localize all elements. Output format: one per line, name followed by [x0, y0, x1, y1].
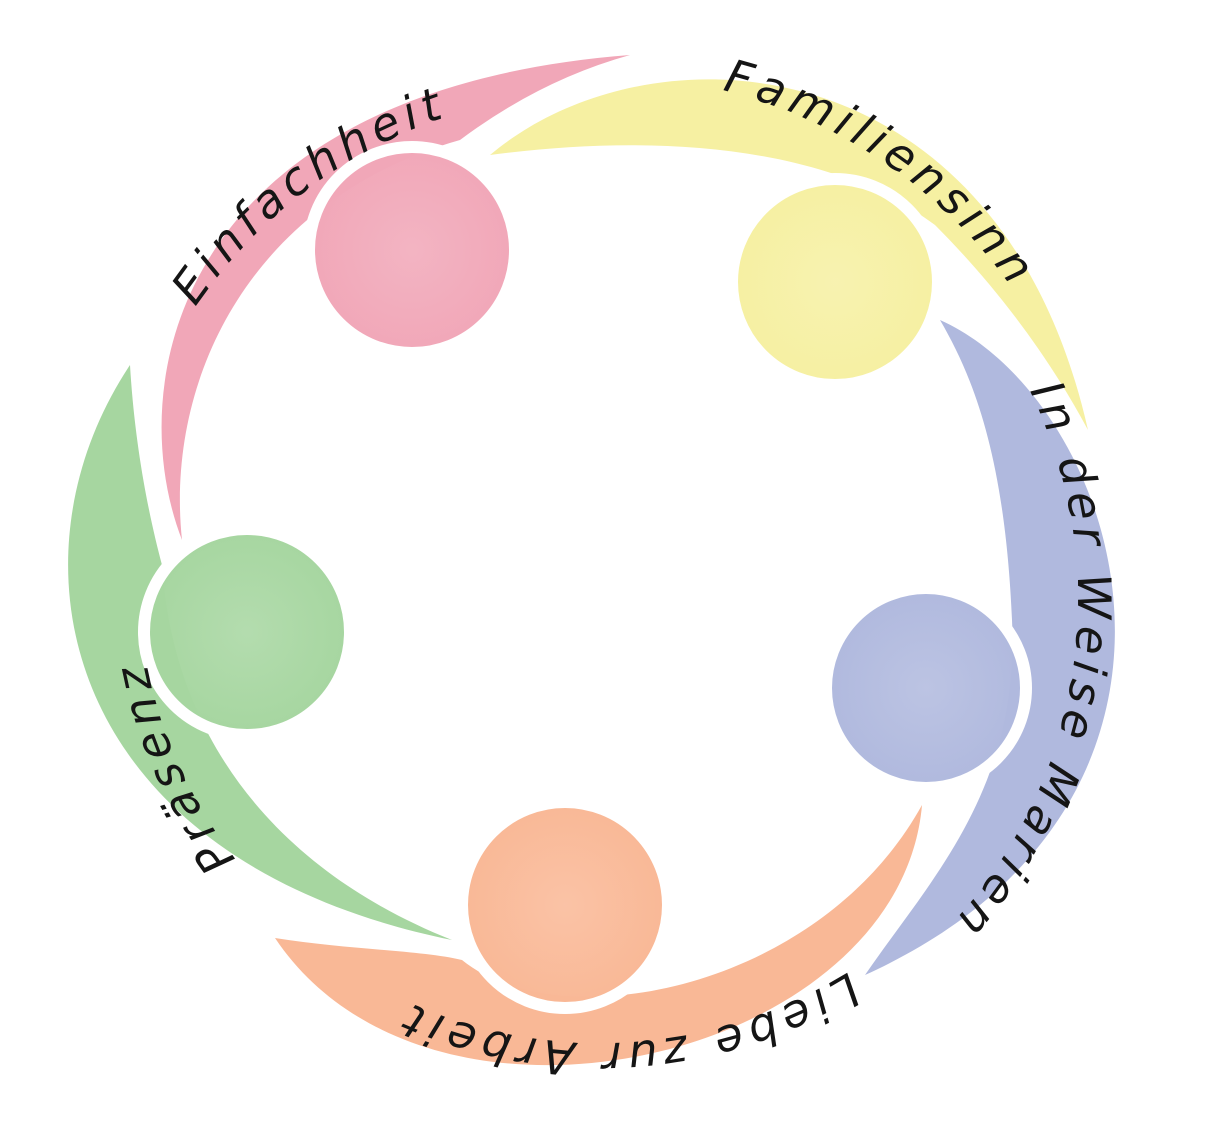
orange-arm	[275, 805, 922, 1066]
green-arm	[68, 365, 452, 940]
blue-arm	[865, 320, 1115, 975]
orange-head	[456, 796, 674, 1014]
blue-head	[820, 582, 1032, 794]
pink-head	[303, 141, 521, 359]
yellow-head	[726, 173, 944, 391]
green-head	[138, 523, 356, 741]
yellow-arm	[490, 79, 1088, 430]
